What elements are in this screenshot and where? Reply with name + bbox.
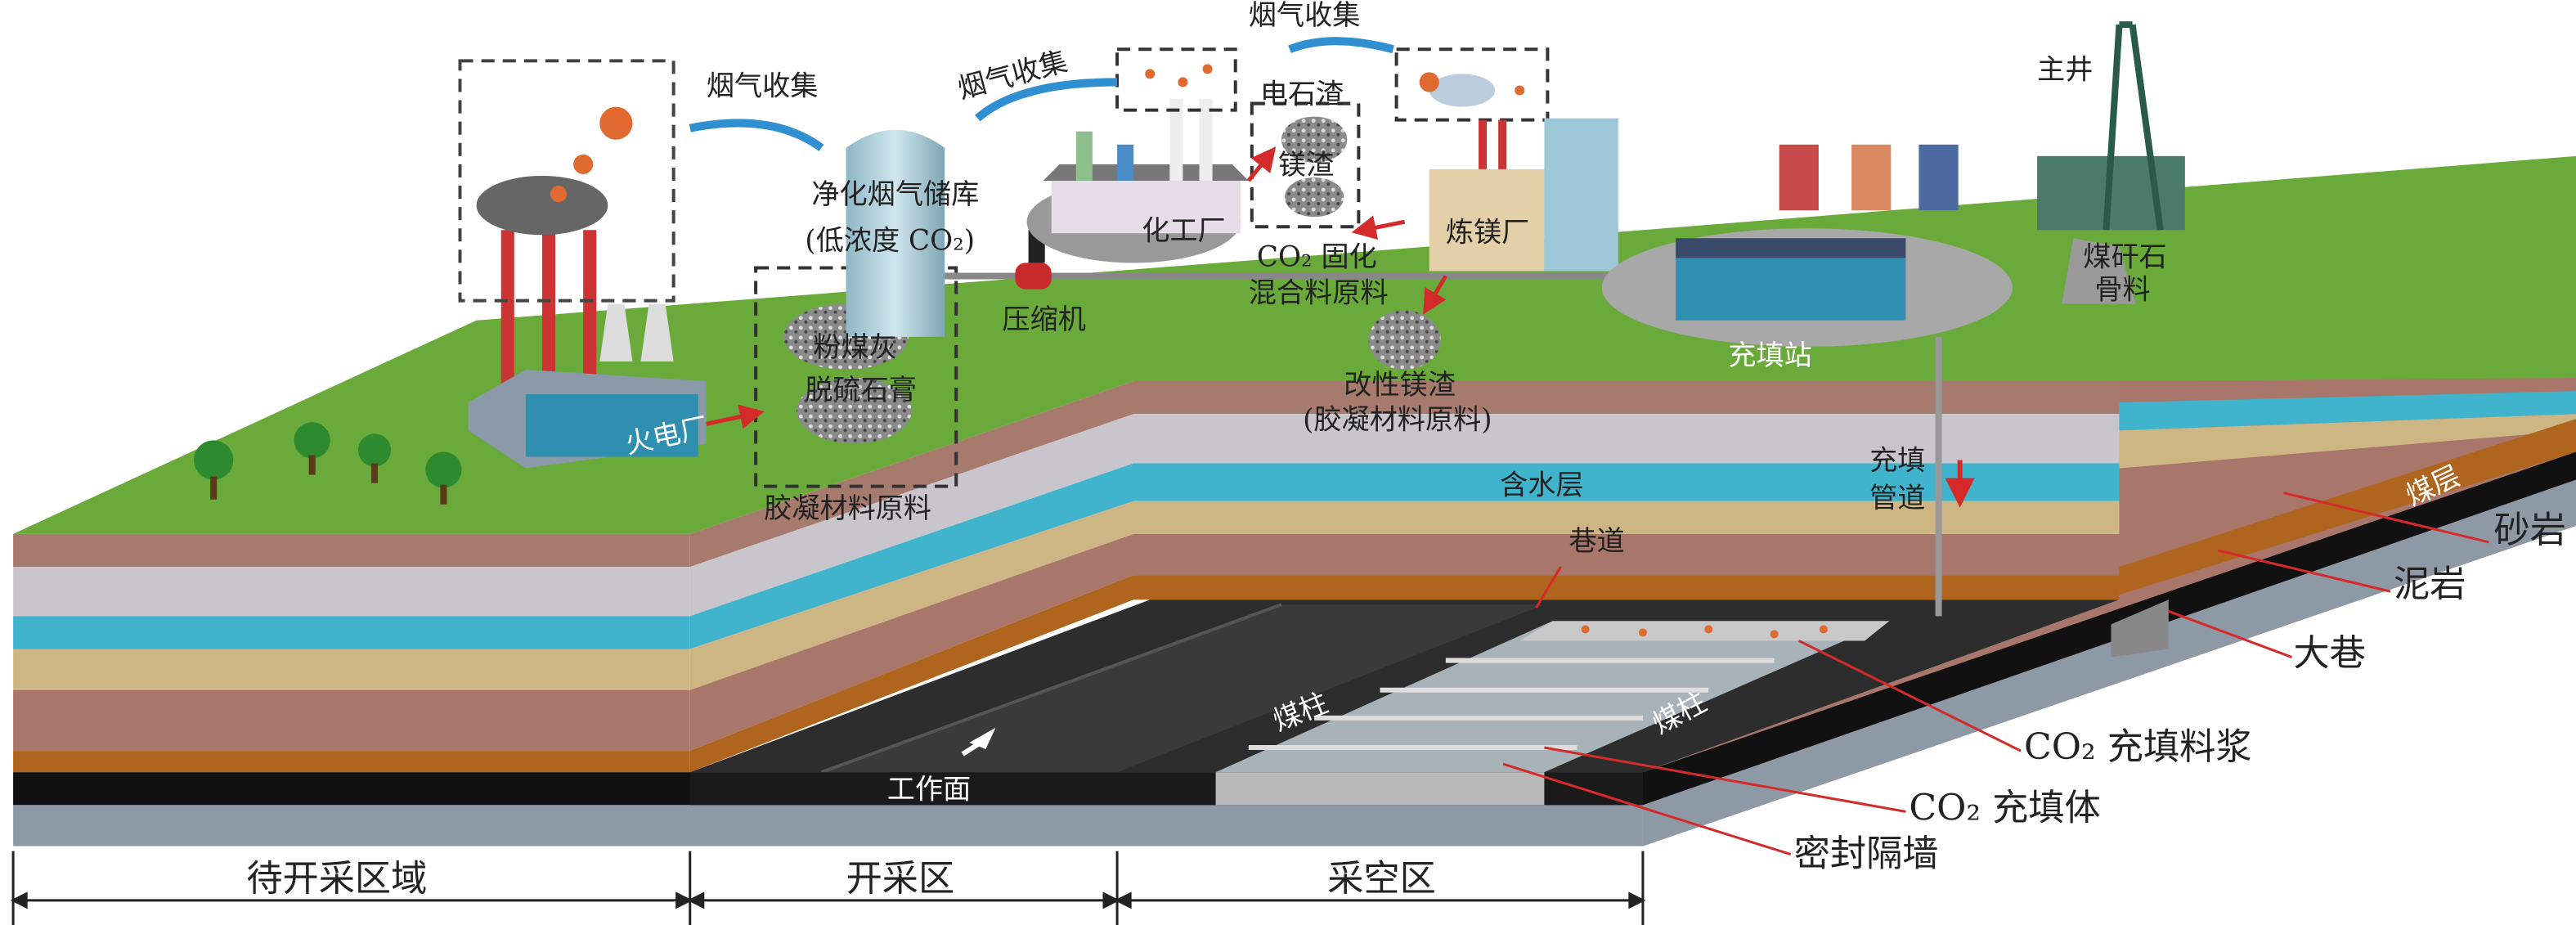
filling-station [1601,144,2013,617]
label-working-face: 工作面 [887,773,971,806]
leader-lines [1502,492,2489,856]
main-shaft-headframe [2037,21,2185,304]
flue-gas-storage-tank [846,129,945,337]
label-fly-ash: 粉煤灰 [813,331,896,364]
mining-area [689,599,2120,806]
label-gypsum: 脱硫石膏 [805,374,917,406]
label-seal-wall: 密封隔墙 [1794,833,1939,875]
label-carbide-slag: 电石渣 [1260,79,1344,111]
label-co2-solidify: CO₂ 固化 [1257,240,1377,273]
label-mix-raw: 混合料原料 [1249,277,1389,310]
label-pipe-1: 充填 [1869,445,1925,478]
trees [194,422,462,505]
label-gangue: 煤矸石 [2083,240,2166,273]
strata-middle [689,381,2120,773]
label-binder-raw-sub: (胶凝材料原料) [1303,403,1492,436]
label-storage: 净化烟气储库 [811,178,979,211]
arrow-icon [689,119,824,151]
slag-box [1250,101,1361,229]
label-modified-slag: 改性镁渣 [1344,369,1456,402]
strata-right-face [1642,378,2576,846]
zone-label-unmined: 待开采区域 [246,858,427,900]
zone-dimension-line [10,851,1646,925]
label-pipe-2: 管道 [1869,483,1925,515]
label-flue-gas-1: 烟气收集 [707,70,819,103]
arrow-icon [974,78,1118,122]
label-compressor: 压缩机 [1002,303,1085,336]
label-chemical-plant: 化工厂 [1142,214,1225,247]
label-mudstone: 泥岩 [2394,564,2466,605]
flue-gas-arrows [689,37,1394,151]
red-arrows [706,146,1448,429]
label-aggregate: 骨料 [2094,274,2150,307]
power-plant [458,59,707,469]
label-main-shaft: 主井 [2037,53,2093,86]
chemical-plant [1026,47,1249,263]
label-magnesium-slag: 镁渣 [1278,149,1334,182]
label-binder-raw: 胶凝材料原料 [764,492,931,525]
modified-slag-pile [1368,310,1441,370]
filling-slurry [1519,621,1890,641]
zone-label-goaf: 采空区 [1327,858,1436,900]
label-filling-body: CO₂ 充填体 [1909,787,2100,828]
label-sandstone: 砂岩 [2494,510,2566,551]
label-aquifer: 含水层 [1500,469,1583,502]
arrow-icon [1288,37,1394,54]
zone-label-mining: 开采区 [846,858,955,900]
label-magnesium-plant: 炼镁厂 [1446,216,1529,249]
magnesium-plant [1394,47,1618,272]
label-storage-sub: (低浓度 CO₂) [805,224,975,257]
label-slurry: CO₂ 充填料浆 [2024,726,2252,768]
label-roadway: 巷道 [1569,525,1625,558]
label-flue-gas-3: 烟气收集 [1249,0,1361,32]
label-main-roadway: 大巷 [2293,633,2365,675]
label-filling-station: 充填站 [1728,339,1811,372]
